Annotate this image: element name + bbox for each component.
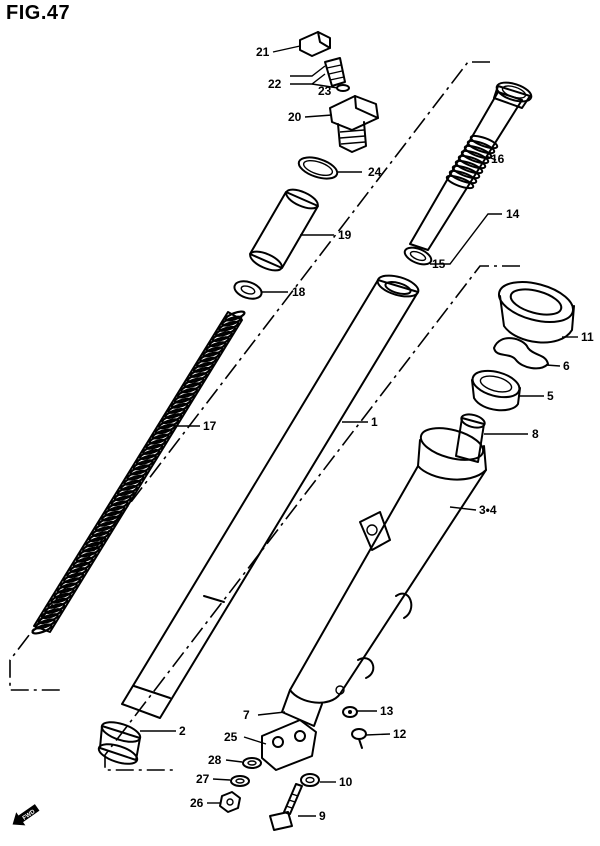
spring-coil	[47, 597, 69, 609]
rebound-spring-coil	[466, 139, 496, 155]
callout-19: 19	[338, 228, 352, 242]
part-18-washer[interactable]	[232, 278, 264, 302]
spring-coil	[31, 623, 53, 635]
callout-27: 27	[196, 772, 210, 786]
part-14-damper-rod[interactable]	[409, 79, 534, 251]
part-3-4-outer-tube[interactable]	[281, 422, 487, 727]
callout-18: 18	[292, 285, 306, 299]
spring-coil	[37, 613, 59, 625]
part-23-o-ring[interactable]	[336, 84, 350, 92]
callout-28: 28	[208, 753, 222, 767]
callout-labels: 21 22 23 20 24 19 18 17 1 2 16 14 15 11 …	[179, 45, 594, 823]
callout-12: 12	[393, 727, 407, 741]
callout-21: 21	[256, 45, 270, 59]
callout-3-4: 3•4	[479, 503, 497, 517]
part-1-inner-tube[interactable]	[121, 272, 421, 719]
rebound-spring-coil	[457, 154, 487, 170]
part-27-washer[interactable]	[230, 775, 250, 787]
part-28-washer[interactable]	[242, 757, 262, 769]
rebound-spring-coil	[460, 149, 490, 165]
callout-5: 5	[547, 389, 554, 403]
part-21-cap-bolt[interactable]	[299, 31, 331, 57]
callout-17: 17	[203, 419, 217, 433]
part-10-washer[interactable]	[300, 773, 320, 787]
part-9-bolt[interactable]	[269, 783, 303, 831]
rebound-spring-coil	[469, 134, 499, 150]
rebound-spring-coil	[451, 164, 481, 180]
part-8-guide-bushing[interactable]	[455, 412, 486, 463]
leader-lines	[140, 45, 578, 817]
callout-6: 6	[563, 359, 570, 373]
part-7-axle-holder[interactable]	[261, 719, 317, 771]
callout-8: 8	[532, 427, 539, 441]
part-16-rebound-spring[interactable]	[445, 133, 499, 190]
callout-23: 23	[318, 84, 332, 98]
part-19-spacer[interactable]	[248, 186, 321, 275]
rebound-spring-coil	[454, 159, 484, 175]
callout-16: 16	[491, 152, 505, 166]
callout-11: 11	[581, 330, 594, 344]
callout-14: 14	[506, 207, 520, 221]
forward-direction-arrow: FWD	[12, 804, 40, 826]
callout-20: 20	[288, 110, 302, 124]
part-13-nut[interactable]	[342, 706, 358, 718]
spring-coil	[97, 515, 119, 527]
callout-25: 25	[224, 730, 238, 744]
part-20-fork-cap[interactable]	[329, 95, 379, 153]
part-22-air-valve[interactable]	[324, 57, 346, 87]
part-26-nut[interactable]	[219, 791, 241, 813]
spring-coil	[161, 413, 183, 425]
callout-9: 9	[319, 809, 326, 823]
figure-title: FIG.47	[6, 2, 71, 24]
callout-13: 13	[380, 704, 394, 718]
callout-26: 26	[190, 796, 204, 810]
callout-1: 1	[371, 415, 378, 429]
callout-7: 7	[243, 708, 250, 722]
assembly-boundary-lines	[9, 61, 520, 771]
part-2-slide-bushing[interactable]	[97, 718, 143, 768]
rebound-spring-coil	[463, 144, 493, 160]
part-24-o-ring[interactable]	[296, 153, 340, 182]
part-15-ring[interactable]	[402, 244, 433, 267]
part-11-dust-seal[interactable]	[495, 275, 578, 344]
rebound-spring-coil	[445, 174, 475, 190]
callout-10: 10	[339, 775, 353, 789]
part-12-bolt[interactable]	[351, 728, 367, 749]
callout-2: 2	[179, 724, 186, 738]
spring-coil	[211, 330, 233, 343]
spring-coil	[221, 315, 243, 327]
callout-22: 22	[268, 77, 282, 91]
part-6-stopper-ring[interactable]	[493, 337, 549, 370]
callout-15: 15	[432, 257, 446, 271]
rebound-spring-coil	[448, 169, 478, 185]
callout-24: 24	[368, 165, 382, 179]
part-17-fork-spring[interactable]	[31, 310, 246, 635]
part-5-oil-seal[interactable]	[470, 366, 523, 412]
